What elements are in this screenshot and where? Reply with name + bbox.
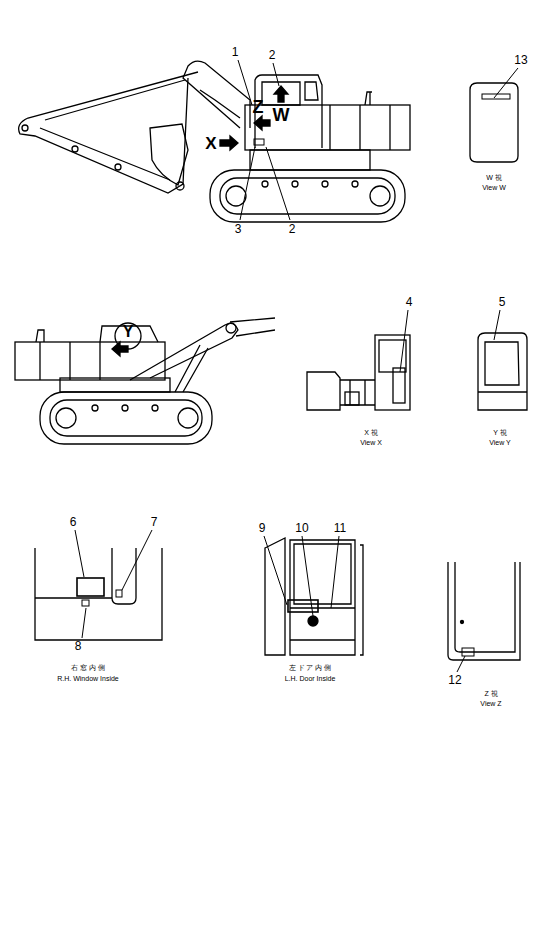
callout-number: 12 [448,674,461,686]
callout-number: 3 [235,223,242,235]
view-label: L.H. Door Inside [285,675,336,682]
excavator-rear [15,318,275,444]
callout-number: 4 [406,296,413,308]
callout-number: 10 [295,522,308,534]
view-label: View X [360,439,382,446]
view-label: Y 視 [493,429,507,436]
view-marker: W [273,106,290,124]
view-label: R.H. Window Inside [57,675,118,682]
view-label: 右 窓 内 側 [71,664,105,671]
callout-number: 1 [232,46,239,58]
view-label: View Z [480,700,501,707]
callout-number: 11 [334,522,346,534]
view-label: 左 ド ア 内 側 [289,664,332,671]
view-label: Z 視 [484,690,497,697]
view-label: View Y [489,439,511,446]
callout-number: 7 [151,516,158,528]
callout-number: 8 [75,640,82,652]
callout-number: 9 [259,522,266,534]
view-marker: Z [253,98,264,116]
view-label: X 視 [364,429,378,436]
view-label: View W [482,184,506,191]
view-marker: Y [123,324,134,340]
view-marker: X [205,135,216,152]
callout-number: 13 [514,54,527,66]
callout-number: 6 [70,516,77,528]
view-label: W 視 [486,174,502,181]
excavator-side [19,61,410,222]
callout-number: 2 [289,223,296,235]
callout-number: 2 [269,49,276,61]
callout-number: 5 [499,296,506,308]
